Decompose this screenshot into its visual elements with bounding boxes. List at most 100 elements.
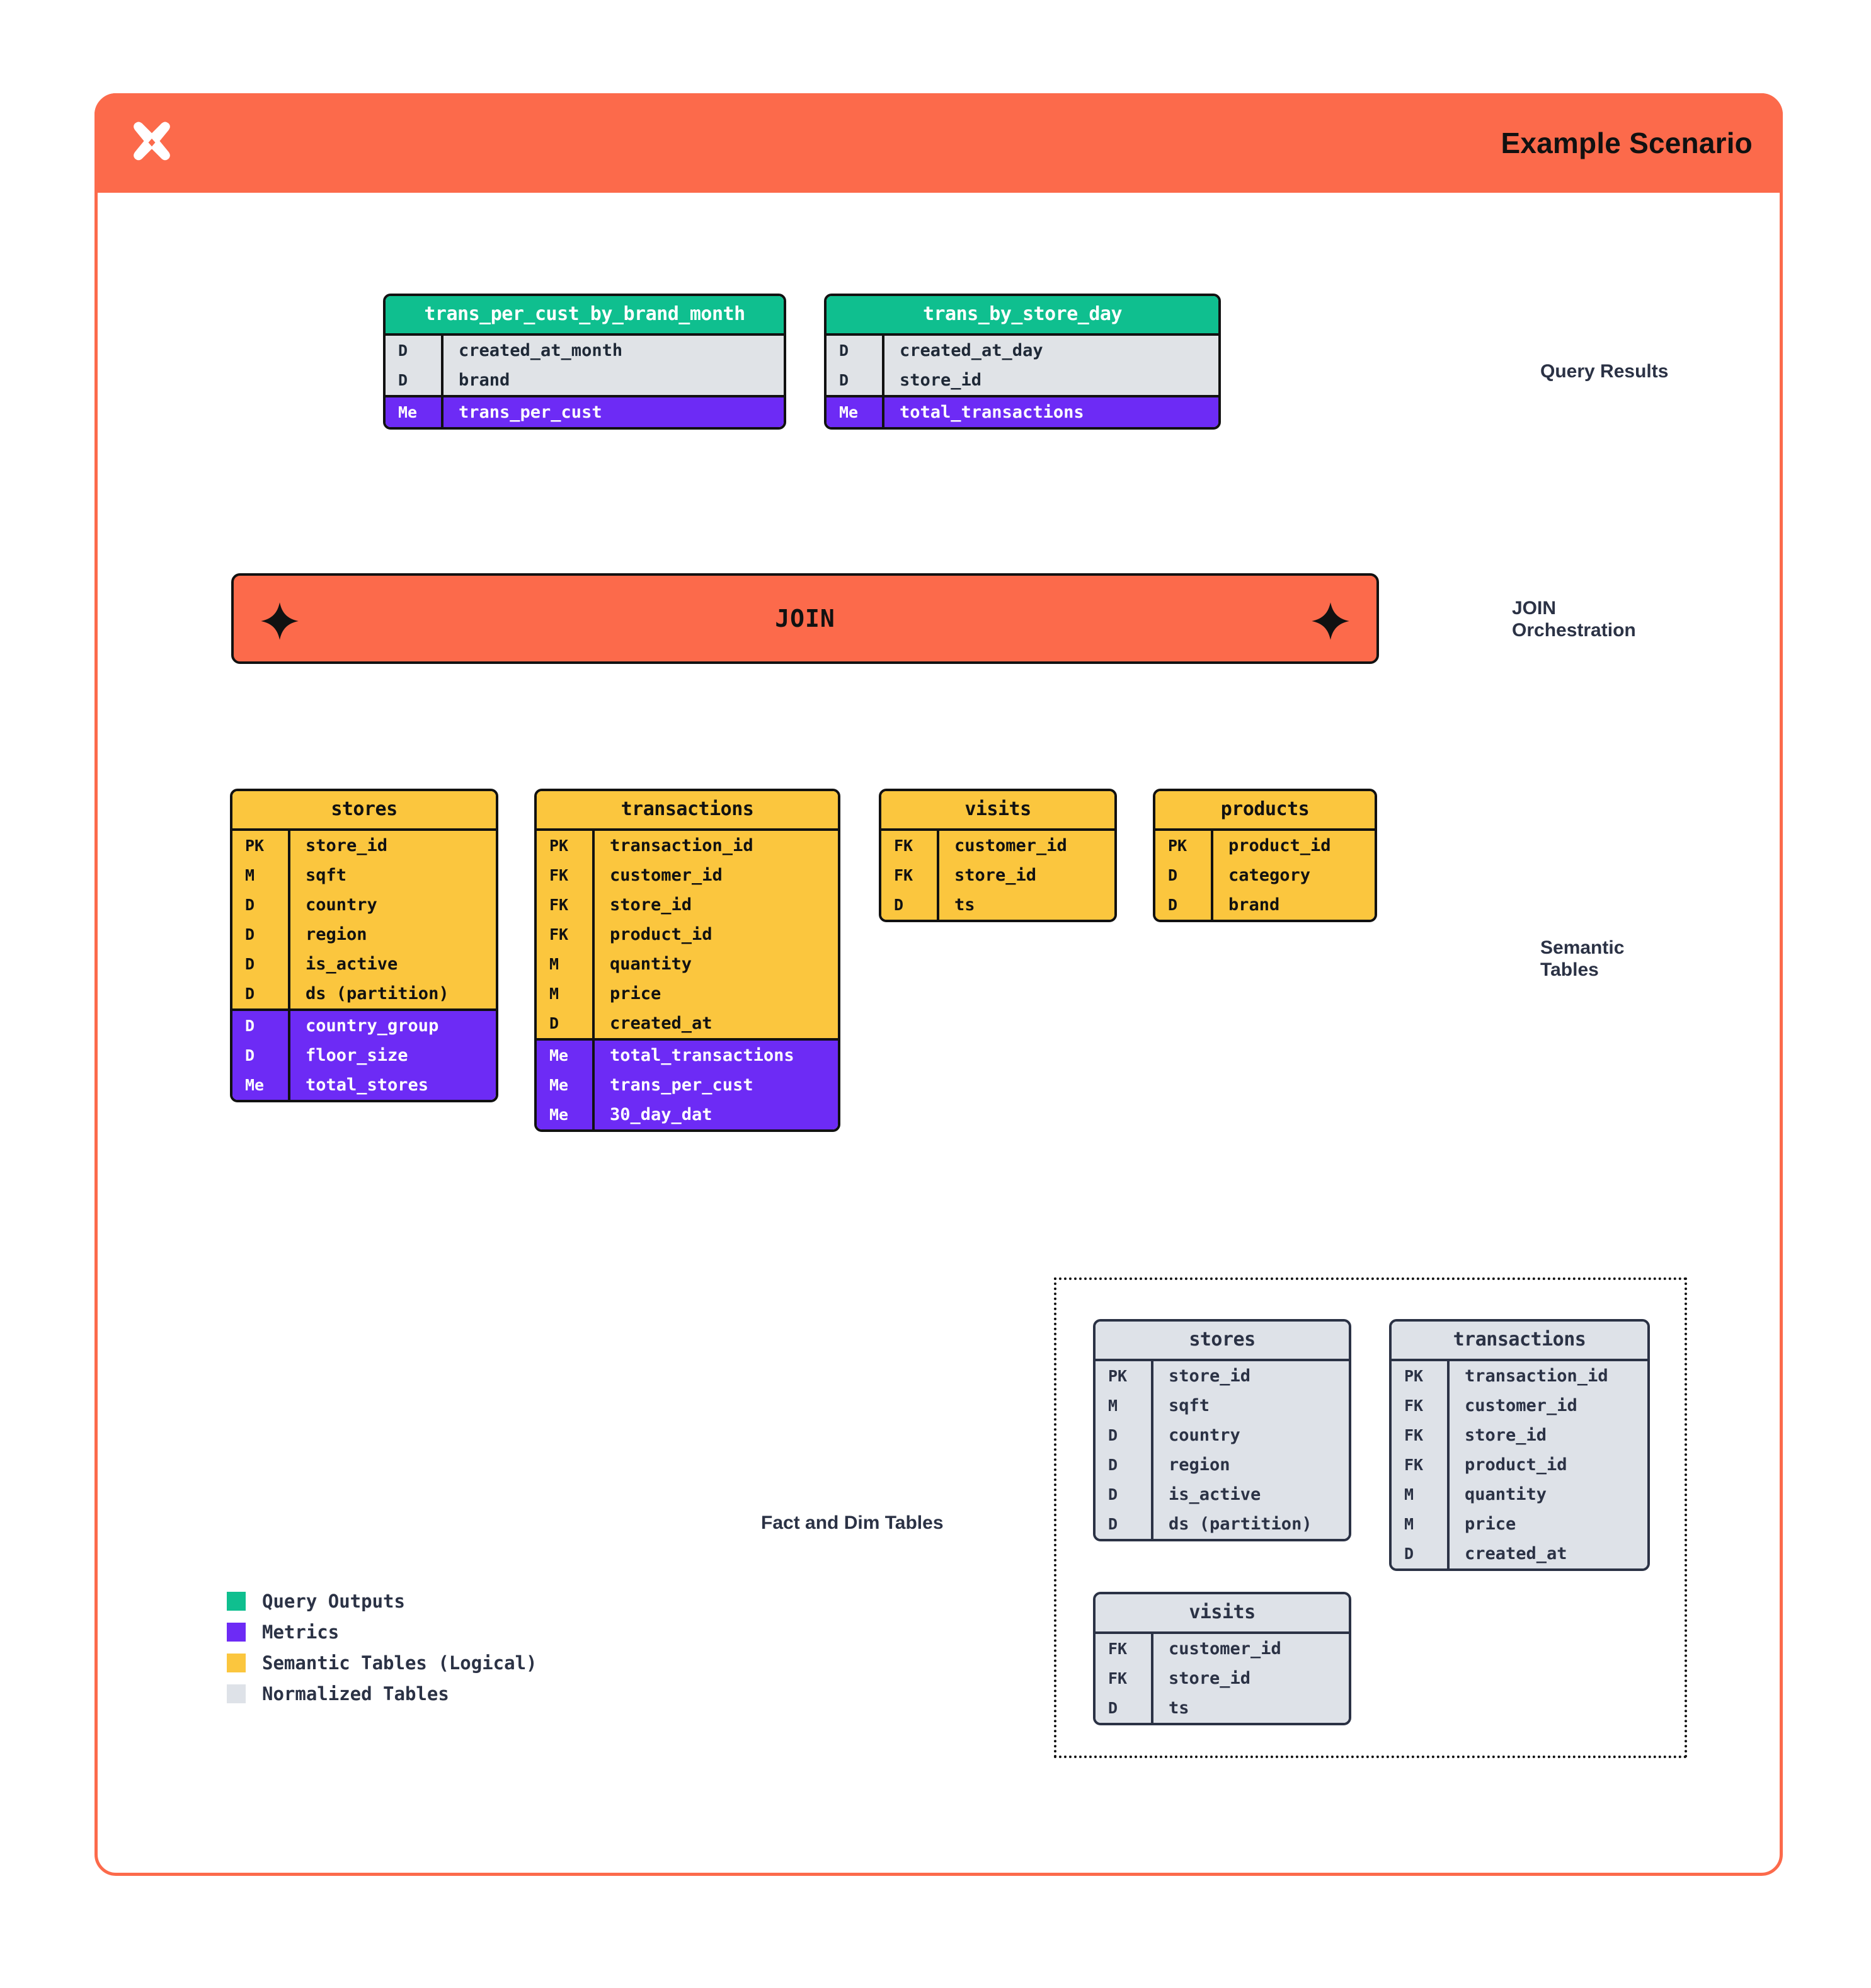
row-kind: D	[1096, 1420, 1153, 1450]
row-field: transaction_id	[1465, 1366, 1608, 1386]
row-field: store_id	[1169, 1669, 1251, 1688]
row-field: region	[306, 925, 367, 944]
x-sparkle-logo-icon	[134, 122, 170, 161]
row-kind: D	[1096, 1480, 1153, 1509]
row-kind: D	[1096, 1509, 1153, 1539]
query-result-table-1[interactable]: trans_per_cust_by_brand_month D created_…	[383, 294, 786, 430]
row-kind: D	[232, 890, 290, 920]
row-field: is_active	[1169, 1485, 1261, 1504]
row-kind: D	[232, 1011, 290, 1041]
table-row: FK product_id	[1392, 1450, 1647, 1480]
row-field: customer_id	[1169, 1639, 1281, 1659]
row-kind: D	[1096, 1693, 1153, 1723]
row-kind: D	[386, 336, 443, 365]
annotation-label-line2: Tables	[1540, 959, 1599, 981]
row-kind: D	[1155, 860, 1213, 890]
row-kind: FK	[1392, 1420, 1450, 1450]
dimension-section: D created_at_day D store_id	[827, 333, 1218, 395]
row-field: store_id	[954, 865, 1037, 885]
row-kind: D	[386, 365, 443, 395]
table-title: transactions	[537, 791, 838, 828]
row-field: product_id	[610, 925, 712, 944]
table-row: D brand	[386, 365, 784, 395]
row-kind: D	[1392, 1539, 1450, 1568]
row-kind: D	[232, 1041, 290, 1070]
table-row: FK product_id	[537, 920, 838, 949]
row-kind: PK	[1155, 831, 1213, 860]
table-title: transactions	[1392, 1322, 1647, 1359]
row-kind: FK	[1392, 1391, 1450, 1420]
table-title: trans_by_store_day	[827, 296, 1218, 333]
card-header: Example Scenario	[94, 93, 1783, 193]
table-title: products	[1155, 791, 1375, 828]
row-field: sqft	[306, 865, 347, 885]
row-kind: FK	[537, 920, 595, 949]
row-field: customer_id	[954, 836, 1067, 855]
row-field: store_id	[900, 370, 982, 390]
row-field: store_id	[610, 895, 692, 915]
table-row: FK store_id	[537, 890, 838, 920]
row-field: ts	[954, 895, 975, 915]
row-field: ds (partition)	[1169, 1514, 1312, 1534]
row-field: price	[610, 984, 661, 1003]
row-kind: M	[537, 949, 595, 979]
join-orchestration-bar[interactable]: JOIN	[231, 573, 1379, 664]
query-result-table-2[interactable]: trans_by_store_day D created_at_day D st…	[824, 294, 1221, 430]
legend-label: Normalized Tables	[262, 1683, 449, 1705]
row-field: total_transactions	[610, 1046, 794, 1065]
row-field: ds (partition)	[306, 984, 449, 1003]
row-field: total_stores	[306, 1075, 429, 1095]
annotation-label-line1: Semantic	[1540, 937, 1625, 958]
row-kind: FK	[1096, 1634, 1153, 1664]
annotation-query-results: Query Results	[1540, 360, 1668, 382]
annotation-join-orchestration: JOIN Orchestration	[1512, 597, 1636, 642]
row-kind: FK	[1392, 1450, 1450, 1480]
table-row: Me total_transactions	[827, 397, 1218, 427]
row-field: sqft	[1169, 1396, 1210, 1415]
row-field: brand	[459, 370, 510, 390]
row-kind: Me	[827, 397, 884, 427]
row-kind: FK	[537, 860, 595, 890]
row-field: product_id	[1465, 1455, 1567, 1475]
table-title: stores	[1096, 1322, 1349, 1359]
annotation-semantic-tables: Semantic Tables	[1540, 937, 1624, 981]
row-field: store_id	[1465, 1425, 1547, 1445]
row-kind: M	[232, 860, 290, 890]
row-field: quantity	[610, 954, 692, 974]
legend-label: Semantic Tables (Logical)	[262, 1652, 537, 1674]
legend-item-metrics: Metrics	[227, 1621, 537, 1643]
row-field: trans_per_cust	[610, 1075, 753, 1095]
table-row: FK store_id	[1392, 1420, 1647, 1450]
row-kind: FK	[537, 890, 595, 920]
row-kind: D	[232, 920, 290, 949]
